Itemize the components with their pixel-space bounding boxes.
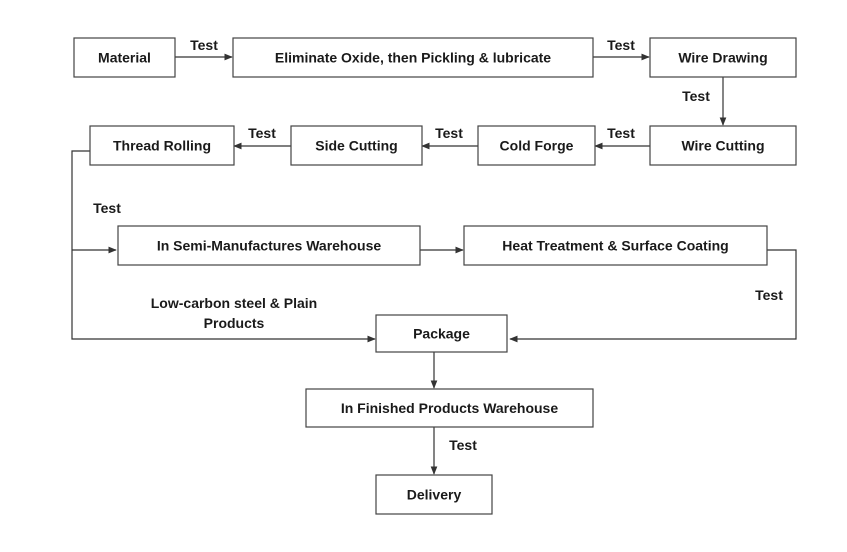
label-test-material: Test [190, 37, 218, 53]
node-eliminate-oxide-label: Eliminate Oxide, then Pickling & lubrica… [275, 50, 551, 66]
node-side-cutting-label: Side Cutting [315, 138, 397, 154]
node-cold-forge: Cold Forge [477, 125, 596, 166]
node-wire-drawing-label: Wire Drawing [678, 50, 767, 66]
node-semi-manufactures-warehouse: In Semi-Manufactures Warehouse [117, 225, 421, 266]
node-cold-forge-label: Cold Forge [500, 138, 574, 154]
node-finished-products-warehouse: In Finished Products Warehouse [305, 388, 594, 428]
node-thread-rolling-label: Thread Rolling [113, 138, 211, 154]
edge-thread-to-package [71, 150, 376, 343]
node-delivery: Delivery [375, 474, 493, 515]
node-package-label: Package [413, 326, 470, 342]
node-delivery-label: Delivery [407, 487, 462, 503]
node-package: Package [375, 314, 508, 353]
node-semi-manufactures-warehouse-label: In Semi-Manufactures Warehouse [157, 238, 382, 254]
node-material-label: Material [98, 50, 151, 66]
label-low-carbon-line1: Low-carbon steel & Plain [151, 295, 317, 311]
label-low-carbon-line2: Products [204, 315, 265, 331]
label-test-heat: Test [755, 287, 783, 303]
label-test-forge: Test [435, 125, 463, 141]
label-test-thread: Test [93, 200, 121, 216]
node-wire-cutting-label: Wire Cutting [681, 138, 764, 154]
node-material: Material [73, 37, 176, 78]
node-heat-treatment: Heat Treatment & Surface Coating [463, 225, 768, 266]
edge-heat-to-package [509, 249, 797, 343]
label-test-finished: Test [449, 437, 477, 453]
node-heat-treatment-label: Heat Treatment & Surface Coating [502, 238, 728, 254]
label-test-cutting: Test [607, 125, 635, 141]
label-test-eliminate: Test [607, 37, 635, 53]
node-wire-drawing: Wire Drawing [649, 37, 797, 78]
node-thread-rolling: Thread Rolling [89, 125, 235, 166]
label-test-side: Test [248, 125, 276, 141]
node-side-cutting: Side Cutting [290, 125, 423, 166]
node-eliminate-oxide: Eliminate Oxide, then Pickling & lubrica… [232, 37, 594, 78]
label-test-drawing: Test [682, 88, 710, 104]
node-finished-products-warehouse-label: In Finished Products Warehouse [341, 400, 559, 416]
node-wire-cutting: Wire Cutting [649, 125, 797, 166]
